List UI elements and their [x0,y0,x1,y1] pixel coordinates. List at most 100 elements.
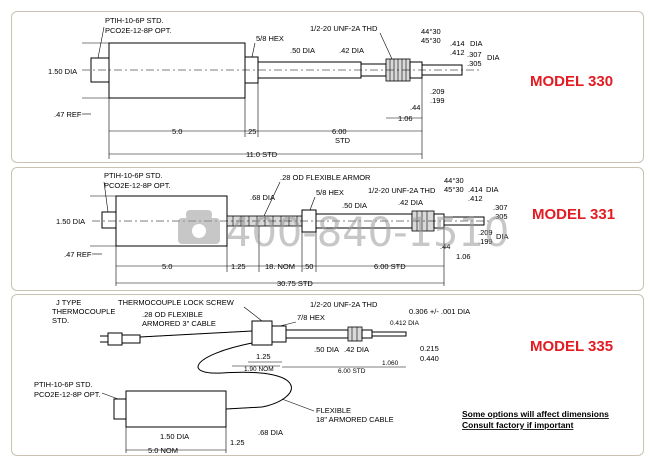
probe-head [251,320,273,346]
total-length-label: 11.0 STD [246,150,278,159]
thermocouple-plug [107,332,123,346]
tip-diameter-label: 0.306 +/- .001 DIA [409,307,470,316]
length-label: 6.00 STD [374,262,406,271]
angle-label: 44°30 [444,176,464,185]
reference-label: .47 REF [54,110,82,119]
model-335-panel: J TYPE THERMOCOUPLE STD. THERMOCOUPLE LO… [11,294,644,456]
body-diameter-label: 1.50 DIA [56,217,85,226]
hex-label: 7/8 HEX [297,313,325,322]
diameter-label: .414 [468,185,483,194]
dimension-label: .199 [478,237,493,246]
length-label: 5.0 NOM [148,446,178,455]
dimension-label: 1.06 [398,114,413,123]
diameter-label: .305 [467,59,482,68]
diameter-label: .307 [467,50,482,59]
length-label: 6.00 STD [338,368,366,375]
connector-label: PCO2E-12-8P OPT. [34,390,101,399]
hex-label: 5/8 HEX [256,34,284,43]
length-label: 6.00 [332,127,347,136]
length-label: 5.0 [162,262,172,271]
dimensions-note: Consult factory if important [462,420,574,430]
connector-label: PCO2E-12-8P OPT. [104,181,171,190]
length-label: 1.25 [256,352,271,361]
collar-diameter-label: 0.412 DIA [390,320,420,327]
neck-diameter-label: .42 DIA [339,46,364,55]
diameter-label: .307 [493,203,508,212]
dimension-label: 0.440 [420,354,439,363]
length-label: STD [335,136,351,145]
diameter-unit: DIA [470,39,483,48]
dimension-label: .199 [430,96,445,105]
connector-label: PCO2E-12-8P OPT. [105,26,172,35]
tip [371,331,407,337]
connector-label: PTIH-10-6P STD. [104,171,163,180]
diameter-label: .412 [450,48,465,57]
model-331-drawing: PTIH-10-6P STD. PCO2E-12-8P OPT. .28 OD … [56,171,615,288]
hex-nut [271,325,287,343]
watermark-phone: 400-840-1510 [226,210,509,256]
cable-label: 18" ARMORED CABLE [316,415,394,424]
thread-label: 1/2-20 UNF-2A THD [310,24,378,33]
diameter-label: .414 [450,39,465,48]
model-335-drawing: J TYPE THERMOCOUPLE STD. THERMOCOUPLE LO… [34,298,613,455]
connector [101,211,117,229]
length-label: .50 [303,262,313,271]
total-length-label: 30.75 STD [277,279,313,288]
dimension-label: .44 [410,103,420,112]
length-label: 1.060 [382,360,399,367]
dimension-label: .44 [440,242,450,251]
stem-diameter-label: .50 DIA [342,201,367,210]
model-330-drawing: PTIH-10-6P STD. PCO2E-12-8P OPT. 5/8 HEX… [48,16,613,159]
connector-label: PTIH-10-6P STD. [34,380,93,389]
lock-screw-label: THERMOCOUPLE LOCK SCREW [118,298,235,307]
probe-stem [285,329,349,339]
neck-diameter-label: .42 DIA [398,198,423,207]
diameter-unit: DIA [487,53,500,62]
dimensions-note: Some options will affect dimensions [462,409,609,419]
length-label: 5.0 [172,127,182,136]
armor-label: ARMORED 3" CABLE [142,319,216,328]
thread [347,326,363,342]
probe-body [108,42,246,99]
cable-label: FLEXIBLE [316,406,351,415]
model-335-title: MODEL 335 [530,338,613,355]
thread-label: 1/2-20 UNF-2A THD [368,186,436,195]
model-330-panel: PTIH-10-6P STD. PCO2E-12-8P OPT. 5/8 HEX… [11,11,644,163]
armor-label: .28 OD FLEXIBLE [142,310,203,319]
body-diameter-label: .68 DIA [250,193,275,202]
telephone-icon [178,210,220,244]
dimension-label: 0.215 [420,344,439,353]
diameter-label: .68 DIA [258,428,283,437]
dimension-label: 1.06 [456,252,471,261]
thread-label: 1/2-20 UNF-2A THD [310,300,378,309]
connector-label: PTIH-10-6P STD. [105,16,164,25]
jtype-label: J TYPE [56,298,81,307]
probe-body [125,390,227,428]
diameter-unit: DIA [486,185,499,194]
neck-diameter-label: .42 DIA [344,345,369,354]
model-331-panel: PTIH-10-6P STD. PCO2E-12-8P OPT. .28 OD … [11,167,644,291]
dimension-label: .209 [430,87,445,96]
armor-label: .28 OD FLEXIBLE ARMOR [280,173,371,182]
diameter-label: .412 [468,194,483,203]
diameter-label: .305 [493,212,508,221]
length-label: 1.90 NOM [244,366,274,373]
stem-diameter-label: .50 DIA [290,46,315,55]
jtype-label: STD. [52,316,69,325]
tip-collar [361,329,373,339]
angle-label: 45°30 [421,36,441,45]
body-diameter-label: 1.50 DIA [48,67,77,76]
reference-label: .47 REF [64,250,92,259]
jtype-label: THERMOCOUPLE [52,307,115,316]
length-label: 18. NOM [265,262,295,271]
angle-label: 45°30 [444,185,464,194]
length-label: 1.25 [231,262,246,271]
model-331-title: MODEL 331 [532,206,615,223]
length-label: .25 [246,127,256,136]
hex-label: 5/8 HEX [316,188,344,197]
length-label: 1.25 [230,438,245,447]
angle-label: 44°30 [421,27,441,36]
stem-diameter-label: .50 DIA [314,345,339,354]
body-diameter-label: 1.50 DIA [160,432,189,441]
